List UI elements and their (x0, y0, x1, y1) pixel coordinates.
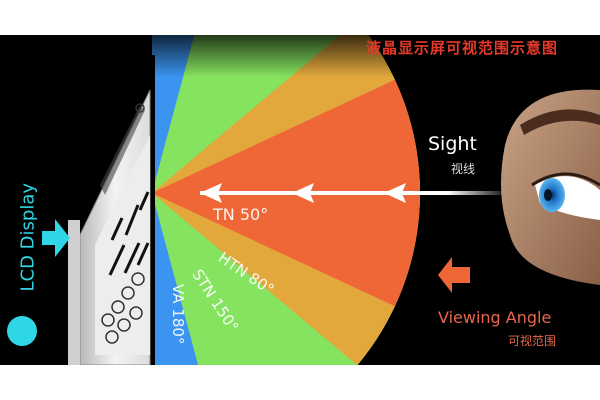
arrow-right-icon (42, 219, 70, 257)
diagram-title: 液晶显示屏可视范围示意图 (366, 39, 559, 57)
lcd-display-label: LCD Display (17, 182, 39, 292)
arrow-left-icon (438, 257, 470, 293)
lcd-digits (108, 191, 150, 276)
viewing-angle-label: Viewing Angle (438, 308, 552, 327)
band-label-tn: TN 50° (213, 205, 269, 224)
lcd-panel (68, 55, 155, 365)
eye-icon (501, 89, 600, 285)
sight-label: Sight (428, 133, 477, 155)
viewing-angle-label-cn: 可视范围 (508, 334, 557, 348)
diagram-canvas: 液晶显示屏可视范围示意图 LCD Display Sight 视线 Viewin… (0, 35, 600, 365)
viewing-angle-fan (7, 35, 600, 365)
band-label-va: VA 180° (169, 284, 187, 345)
sight-label-cn: 视线 (451, 162, 476, 176)
sight-arrow (200, 183, 510, 203)
circle-icon (7, 316, 37, 346)
